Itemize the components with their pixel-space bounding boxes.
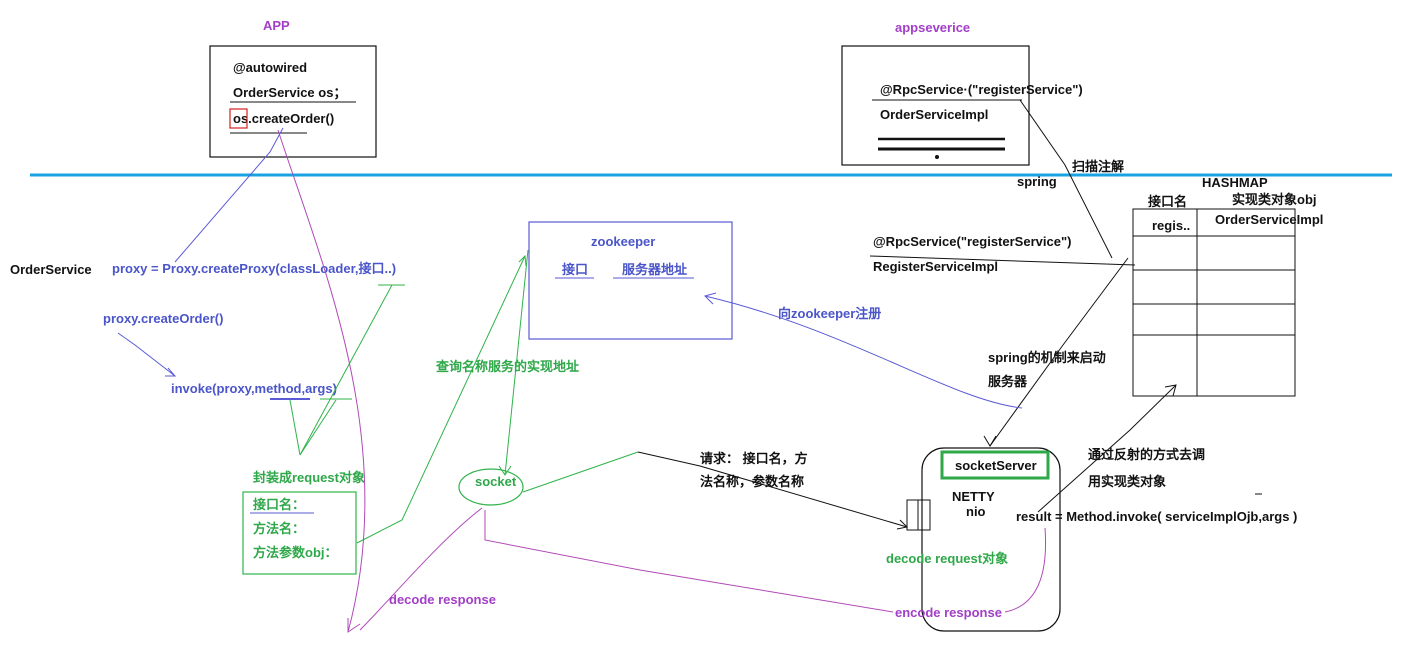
request-field-interface: 接口名： bbox=[253, 497, 305, 512]
request-to-server-line bbox=[637, 451, 908, 528]
netty-label: NETTY bbox=[952, 489, 995, 504]
zookeeper-col-address: 服务器地址 bbox=[622, 262, 687, 277]
socket-to-decode-line bbox=[359, 507, 483, 631]
proxy-create-line: proxy = Proxy.createProxy(classLoader,接口… bbox=[112, 261, 396, 276]
encode-to-socket-line bbox=[484, 510, 894, 613]
orderservice-label: OrderService bbox=[10, 262, 92, 277]
green-line-a bbox=[289, 399, 301, 456]
scan-annotation-label: 扫描注解 bbox=[1072, 159, 1124, 174]
result-to-encode-line bbox=[1004, 527, 1047, 613]
os-highlight-box bbox=[229, 108, 248, 129]
reflect-to-hashmap-line bbox=[1037, 384, 1177, 513]
server-container bbox=[921, 447, 1061, 632]
hashmap-grid bbox=[1132, 208, 1296, 397]
zk-to-socket-arrowhead bbox=[498, 465, 512, 476]
app-line-autowired: @autowired bbox=[233, 60, 307, 75]
request-box bbox=[242, 491, 357, 575]
return-path-line bbox=[277, 129, 366, 633]
zookeeper-box bbox=[528, 221, 733, 340]
socket-node bbox=[458, 468, 524, 506]
request-field-method: 方法名： bbox=[253, 521, 305, 536]
hashmap-col1-header: 接口名 bbox=[1148, 194, 1187, 209]
green-line-b bbox=[299, 399, 337, 456]
os-to-proxy-line bbox=[174, 127, 284, 263]
register-impl: RegisterServiceImpl bbox=[873, 259, 998, 274]
app-title: APP bbox=[263, 18, 290, 33]
app-line-createorder: os.createOrder() bbox=[233, 111, 334, 126]
zookeeper-title: zookeeper bbox=[591, 234, 655, 249]
spring-start-line1: spring的机制来启动 bbox=[988, 350, 1106, 365]
zk-to-socket-line bbox=[504, 249, 529, 476]
socket-label: socket bbox=[475, 474, 517, 489]
appservice-title: appseverice bbox=[895, 20, 970, 35]
reflect-line2: 用实现类对象 bbox=[1087, 474, 1166, 489]
register-zk-arrow bbox=[704, 295, 1023, 409]
result-line: result = Method.invoke( serviceImplOjb,a… bbox=[1016, 509, 1297, 524]
reflect-line1: 通过反射的方式去调 bbox=[1088, 447, 1205, 462]
socketserver-label: socketServer bbox=[955, 458, 1037, 473]
invoke-line: invoke(proxy,method,args) bbox=[171, 381, 337, 396]
green-line-c bbox=[299, 284, 393, 456]
app-box bbox=[209, 45, 377, 158]
zookeeper-col-interface: 接口 bbox=[562, 262, 588, 277]
appservice-annotation: @RpcService·("registerService") bbox=[880, 82, 1083, 97]
hashmap-title: HASHMAP bbox=[1202, 175, 1268, 190]
hashmap-row1-key: regis.. bbox=[1152, 218, 1190, 233]
proxy-to-invoke-arrowhead bbox=[165, 367, 177, 377]
decode-request-label: decode request对象 bbox=[886, 551, 1008, 566]
request-line1: 请求： 接口名，方 bbox=[700, 451, 808, 466]
request-to-zk-arrowhead bbox=[518, 254, 527, 267]
wrap-request-label: 封装成request对象 bbox=[253, 470, 365, 485]
request-to-zk-line bbox=[356, 255, 526, 544]
encode-response-label: encode response bbox=[895, 605, 1002, 620]
request-line2: 法名称，参数名称 bbox=[700, 474, 804, 489]
appservice-impl: OrderServiceImpl bbox=[880, 107, 988, 122]
socket-to-request-line bbox=[522, 451, 639, 493]
spring-start-line2: 服务器 bbox=[988, 374, 1028, 389]
proxy-to-invoke-arrow bbox=[117, 332, 176, 377]
register-underline bbox=[869, 255, 1136, 266]
return-path-arrowhead bbox=[347, 618, 361, 633]
query-zk-label: 查询名称服务的实现地址 bbox=[435, 359, 579, 374]
scan-arrow bbox=[1019, 99, 1113, 259]
spring-start-arrowhead bbox=[983, 435, 997, 447]
spring-start-arrow bbox=[989, 257, 1129, 447]
hashmap-row1-value: OrderServiceImpl bbox=[1215, 212, 1323, 227]
socketserver-box bbox=[940, 450, 1050, 480]
proxy-call-line: proxy.createOrder() bbox=[103, 311, 223, 326]
decode-response-label: decode response bbox=[389, 592, 496, 607]
register-zk-label: 向zookeeper注册 bbox=[778, 306, 881, 321]
nio-label: nio bbox=[966, 504, 986, 519]
spring-label: spring bbox=[1017, 174, 1057, 189]
reflect-to-hashmap-arrowhead bbox=[1164, 384, 1177, 397]
register-annotation: @RpcService("registerService") bbox=[873, 234, 1071, 249]
app-line-orderservice: OrderService os； bbox=[233, 85, 346, 101]
register-zk-arrowhead bbox=[704, 292, 717, 305]
appservice-box bbox=[841, 45, 1030, 166]
appservice-dot bbox=[935, 155, 939, 159]
request-field-args: 方法参数obj： bbox=[253, 545, 338, 560]
hashmap-col2-header: 实现类对象obj bbox=[1232, 192, 1317, 207]
